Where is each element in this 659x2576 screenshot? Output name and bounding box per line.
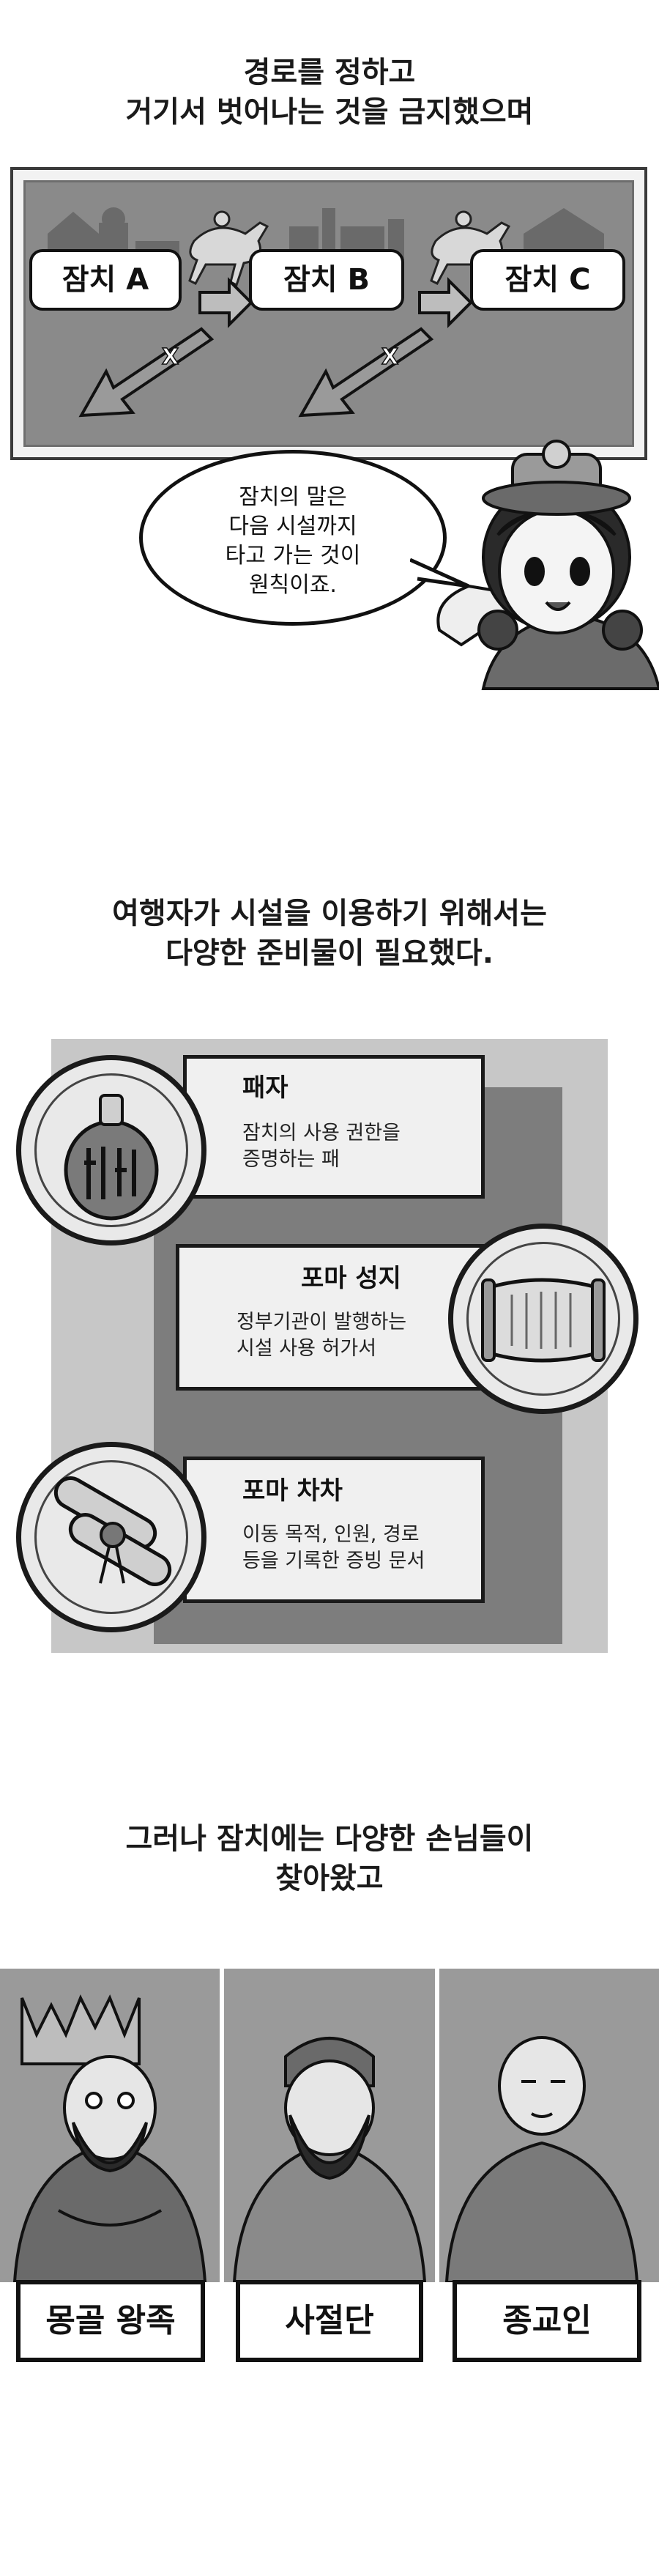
item-desc-line: 증명하는 패 bbox=[242, 1148, 340, 1171]
paeja-medallion-illustration bbox=[16, 1055, 206, 1246]
section3-caption: 그러나 잠치에는 다양한 손님들이 찾아왔고 bbox=[0, 1819, 659, 1898]
section1-caption: 경로를 정하고 거기서 벗어나는 것을 금지했으며 bbox=[0, 53, 659, 132]
speech-bubble-tail bbox=[410, 558, 470, 588]
item-card-paeja: 패자 잠치의 사용 권한을 증명하는 패 bbox=[183, 1055, 485, 1199]
guest-label-religious: 종교인 bbox=[453, 2280, 641, 2362]
station-c-label: 잠치 C bbox=[470, 249, 625, 311]
item-card-poma-chacha: 포마 차차 이동 목적, 인원, 경로 등을 기록한 증빙 문서 bbox=[183, 1457, 485, 1603]
caption-line: 여행자가 시설을 이용하기 위해서는 bbox=[112, 897, 547, 930]
item-title: 포마 차차 bbox=[242, 1476, 343, 1506]
item-desc-line: 등을 기록한 증빙 문서 bbox=[242, 1550, 425, 1572]
forbidden-mark: X bbox=[381, 344, 398, 370]
caption-line: 경로를 정하고 bbox=[243, 56, 416, 89]
caption-line: 다양한 준비물이 필요했다. bbox=[165, 936, 494, 970]
speech-bubble: 잠치의 말은 다음 시설까지 타고 가는 것이 원칙이죠. bbox=[139, 450, 447, 626]
item-desc-line: 시설 사용 허가서 bbox=[237, 1337, 377, 1360]
speech-line: 타고 가는 것이 bbox=[225, 543, 361, 569]
section2-caption: 여행자가 시설을 이용하기 위해서는 다양한 준비물이 필요했다. bbox=[0, 894, 659, 973]
item-card-poma-seongji: 포마 성지 정부기관이 발행하는 시설 사용 허가서 bbox=[176, 1244, 485, 1391]
guide-character-illustration bbox=[436, 440, 659, 690]
map-background: X X bbox=[23, 180, 634, 447]
station-a-label: 잠치 A bbox=[29, 249, 182, 311]
caption-line: 거기서 벗어나는 것을 금지했으며 bbox=[125, 95, 534, 129]
caption-line: 찾아왔고 bbox=[275, 1862, 384, 1895]
item-title: 포마 성지 bbox=[301, 1264, 401, 1293]
caption-line: 그러나 잠치에는 다양한 손님들이 bbox=[125, 1822, 534, 1856]
rolled-scroll-illustration bbox=[16, 1442, 206, 1632]
guest-label-mongol-royalty: 몽골 왕족 bbox=[16, 2280, 205, 2362]
guest-label-envoys: 사절단 bbox=[236, 2280, 423, 2362]
item-desc-line: 잠치의 사용 권한을 bbox=[242, 1122, 401, 1144]
item-title: 패자 bbox=[242, 1073, 288, 1103]
station-b-label: 잠치 B bbox=[249, 249, 404, 311]
scroll-document-illustration bbox=[448, 1224, 638, 1414]
speech-line: 다음 시설까지 bbox=[228, 514, 357, 539]
item-desc-line: 이동 목적, 인원, 경로 bbox=[242, 1523, 420, 1546]
guests-illustration bbox=[12, 1969, 639, 2282]
forbidden-mark: X bbox=[162, 344, 179, 370]
speech-line: 잠치의 말은 bbox=[239, 484, 347, 510]
speech-line: 원칙이죠. bbox=[249, 572, 337, 598]
guests-panel bbox=[0, 1969, 659, 2282]
item-desc-line: 정부기관이 발행하는 bbox=[237, 1311, 407, 1333]
